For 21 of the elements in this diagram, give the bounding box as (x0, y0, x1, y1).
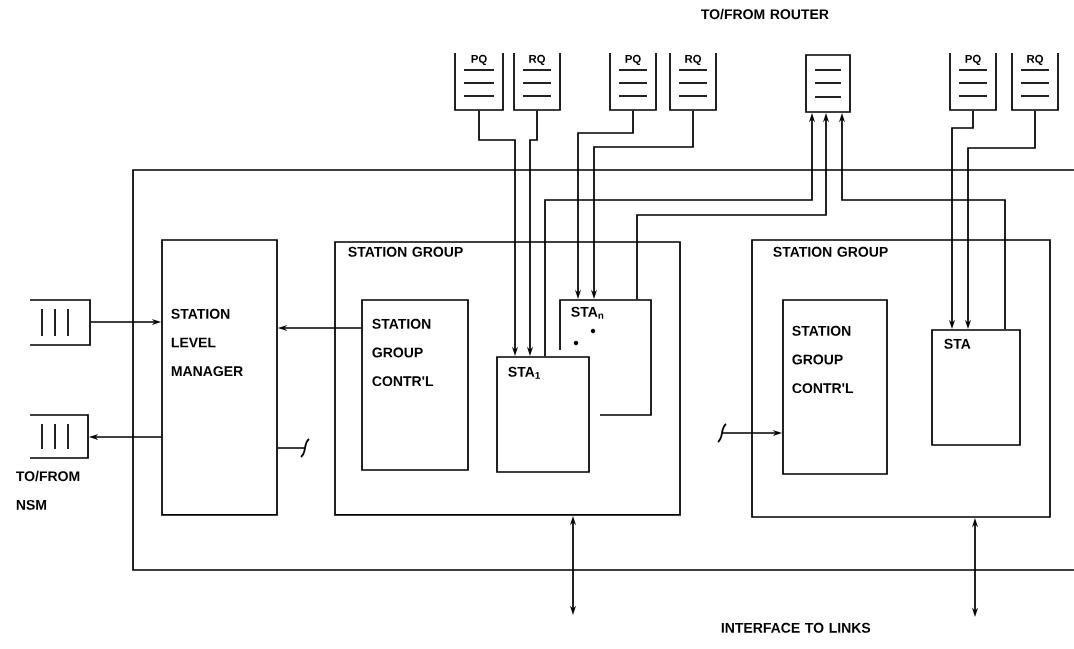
caption-label: TO/FROM NSM (16, 470, 80, 510)
arrow (277, 438, 310, 458)
queue-box: RQ (1011, 52, 1059, 111)
process-box: STATION GROUP CONTR'L (361, 299, 469, 471)
process-box: STA$_{1}$ (496, 356, 590, 473)
outer-box (132, 169, 1074, 571)
node-label: STA$_{n}$ (571, 306, 604, 319)
queue-box (805, 54, 851, 113)
process-box: STATION LEVEL MANAGER (161, 239, 278, 516)
process-box: STA (931, 329, 1021, 446)
process-box: STATION GROUP CONTR'L (782, 299, 888, 475)
queue-box: PQ (454, 52, 504, 111)
caption-label: TO/FROM ROUTER (701, 8, 829, 20)
queue-box (29, 414, 89, 459)
queue-box: PQ (609, 52, 657, 111)
caption-label: INTERFACE TO LINKS (721, 622, 871, 633)
process-box: STA$_{n}$ (559, 299, 652, 416)
queue-box: RQ (513, 52, 561, 111)
queue-box: RQ (669, 52, 717, 111)
queue-box (29, 299, 91, 346)
queue-box: PQ (949, 52, 997, 111)
